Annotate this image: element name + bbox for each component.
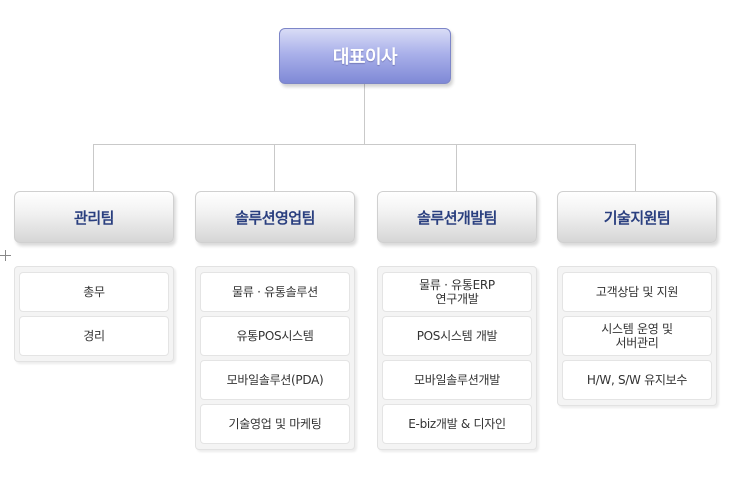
team-item: E-biz개발 & 디자인: [382, 404, 532, 444]
team-header-management: 관리팀: [14, 191, 174, 243]
team-item: 시스템 운영 및 서버관리: [562, 316, 712, 356]
team-item: 물류 · 유통솔루션: [200, 272, 350, 312]
connector-ceo-down: [364, 84, 365, 144]
team-header-solution-sales: 솔루션영업팀: [195, 191, 355, 243]
team-header-solution-dev: 솔루션개발팀: [377, 191, 537, 243]
team-item: 경리: [19, 316, 169, 356]
ceo-box: 대표이사: [279, 28, 451, 84]
team-item: 기술영업 및 마케팅: [200, 404, 350, 444]
team-panel-management: 총무 경리: [14, 266, 174, 362]
crosshair-icon: [0, 250, 12, 262]
team-item: 유통POS시스템: [200, 316, 350, 356]
connector-team-2: [274, 144, 275, 191]
connector-team-3: [456, 144, 457, 191]
team-item: H/W, S/W 유지보수: [562, 360, 712, 400]
team-item: 고객상담 및 지원: [562, 272, 712, 312]
team-item: 모바일솔루션개발: [382, 360, 532, 400]
team-panel-solution-dev: 물류 · 유통ERP 연구개발 POS시스템 개발 모바일솔루션개발 E-biz…: [377, 266, 537, 450]
connector-team-4: [635, 144, 636, 191]
connector-team-1: [93, 144, 94, 191]
team-item: POS시스템 개발: [382, 316, 532, 356]
team-panel-tech-support: 고객상담 및 지원 시스템 운영 및 서버관리 H/W, S/W 유지보수: [557, 266, 717, 406]
team-item: 모바일솔루션(PDA): [200, 360, 350, 400]
connector-horizontal: [93, 144, 636, 145]
team-header-tech-support: 기술지원팀: [557, 191, 717, 243]
team-item: 물류 · 유통ERP 연구개발: [382, 272, 532, 312]
team-panel-solution-sales: 물류 · 유통솔루션 유통POS시스템 모바일솔루션(PDA) 기술영업 및 마…: [195, 266, 355, 450]
team-item: 총무: [19, 272, 169, 312]
